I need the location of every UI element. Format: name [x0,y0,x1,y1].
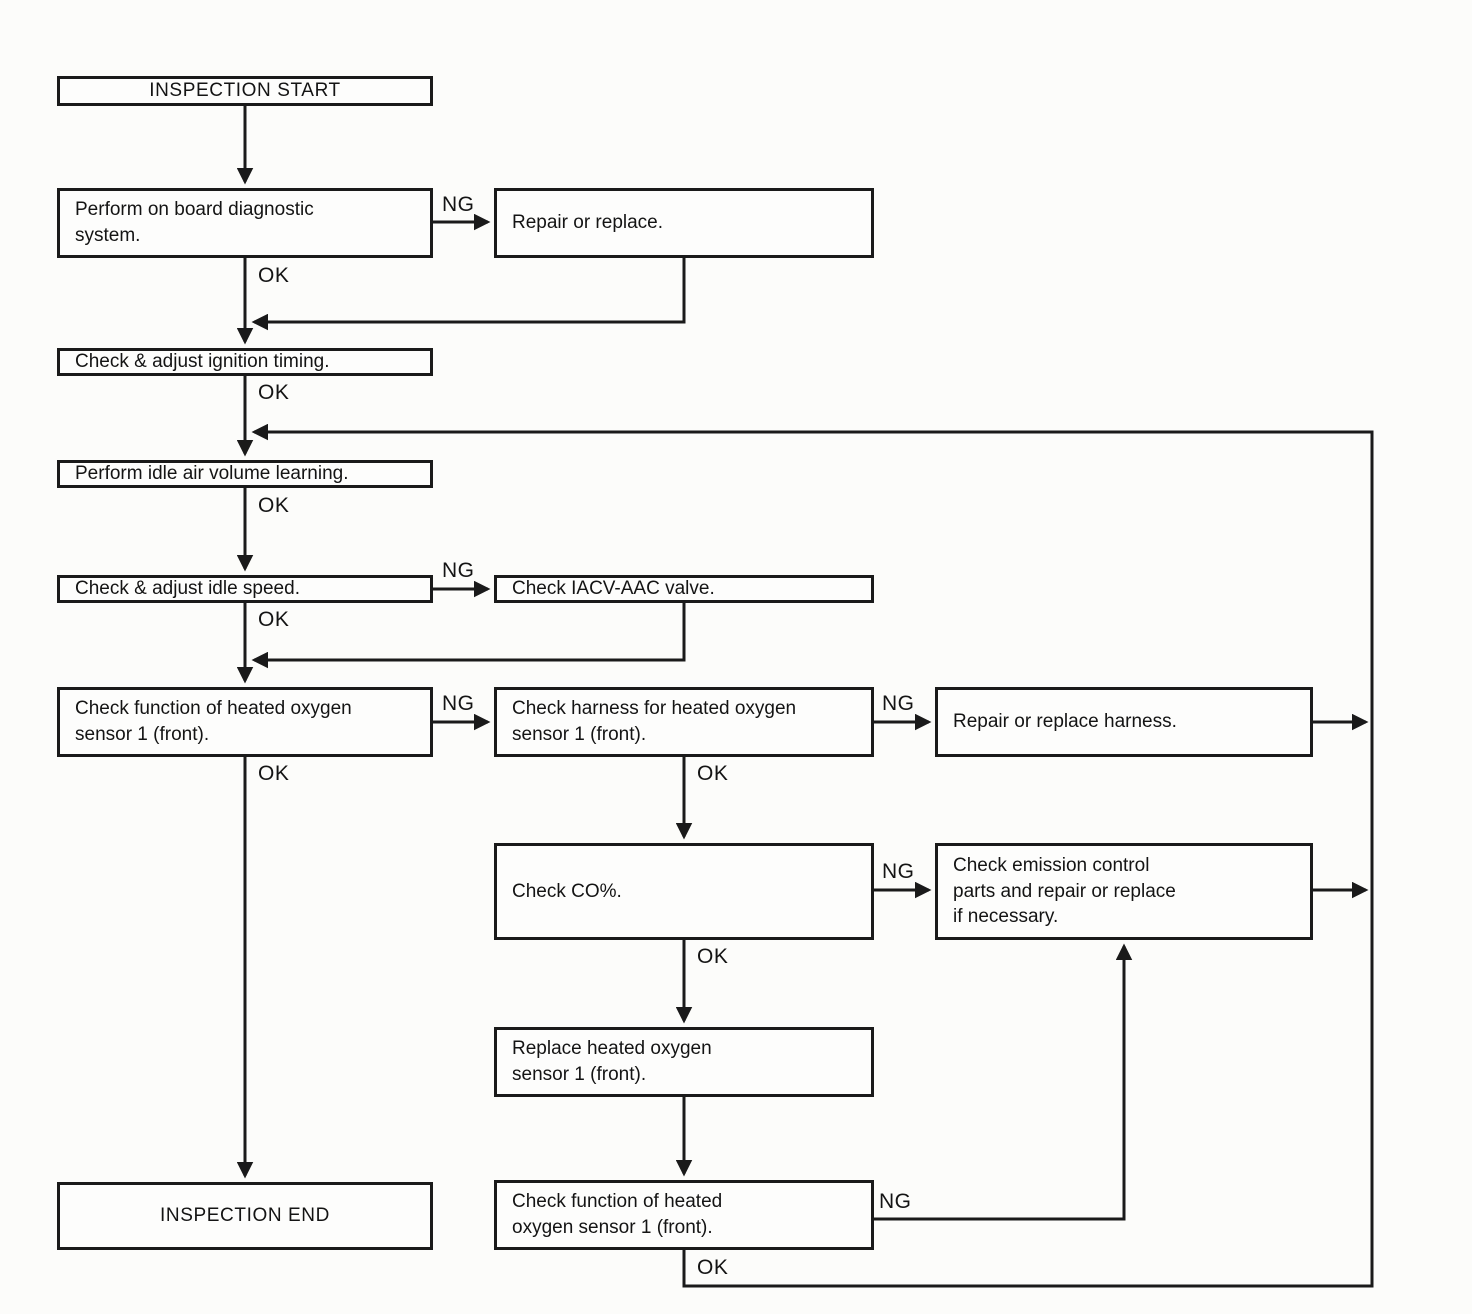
edge-label-harness-ok: OK [697,762,729,785]
edge-label-idle-speed-ng: NG [442,559,475,582]
edge-label-idle-air-ok: OK [258,494,290,517]
node-check-iacv-valve: Check IACV-AAC valve. [494,575,874,603]
node-check-idle-speed: Check & adjust idle speed. [57,575,433,603]
node-check-o2-function-2: Check function of heated oxygen sensor 1… [494,1180,874,1250]
edge-repair-return-to-main [251,258,686,331]
edge-label-idle-speed-ok: OK [258,608,290,631]
edge-label-o2check2-ng: NG [879,1190,912,1213]
edge-label-co-ng: NG [882,860,915,883]
edge-label-harness-ng: NG [882,692,915,715]
edge-label-o2check2-ok: OK [697,1256,729,1279]
edge-label-o2check-ok: OK [258,762,290,785]
edge-label-obd-ng: NG [442,193,475,216]
node-check-co: Check CO%. [494,843,874,940]
node-check-ignition-timing: Check & adjust ignition timing. [57,348,433,376]
node-check-o2-harness: Check harness for heated oxygen sensor 1… [494,687,874,757]
node-idle-air-volume-learning: Perform idle air volume learning. [57,460,433,488]
edge-label-co-ok: OK [697,945,729,968]
node-check-o2-function-1: Check function of heated oxygen sensor 1… [57,687,433,757]
node-inspection-start: INSPECTION START [57,76,433,106]
edge-label-obd-ok: OK [258,264,290,287]
node-inspection-end: INSPECTION END [57,1182,433,1250]
node-replace-o2-sensor: Replace heated oxygen sensor 1 (front). [494,1027,874,1097]
edge-o2check2-ng-to-emission [874,943,1133,1221]
edge-label-o2check-ng: NG [442,692,475,715]
edge-iacv-return-to-main [251,603,686,669]
node-repair-harness: Repair or replace harness. [935,687,1313,757]
node-perform-obd: Perform on board diagnostic system. [57,188,433,258]
node-check-emission-parts: Check emission control parts and repair … [935,843,1313,940]
edge-label-ignition-ok: OK [258,381,290,404]
node-repair-or-replace: Repair or replace. [494,188,874,258]
edge-o2check2-ok-return-loop [251,423,1374,1288]
